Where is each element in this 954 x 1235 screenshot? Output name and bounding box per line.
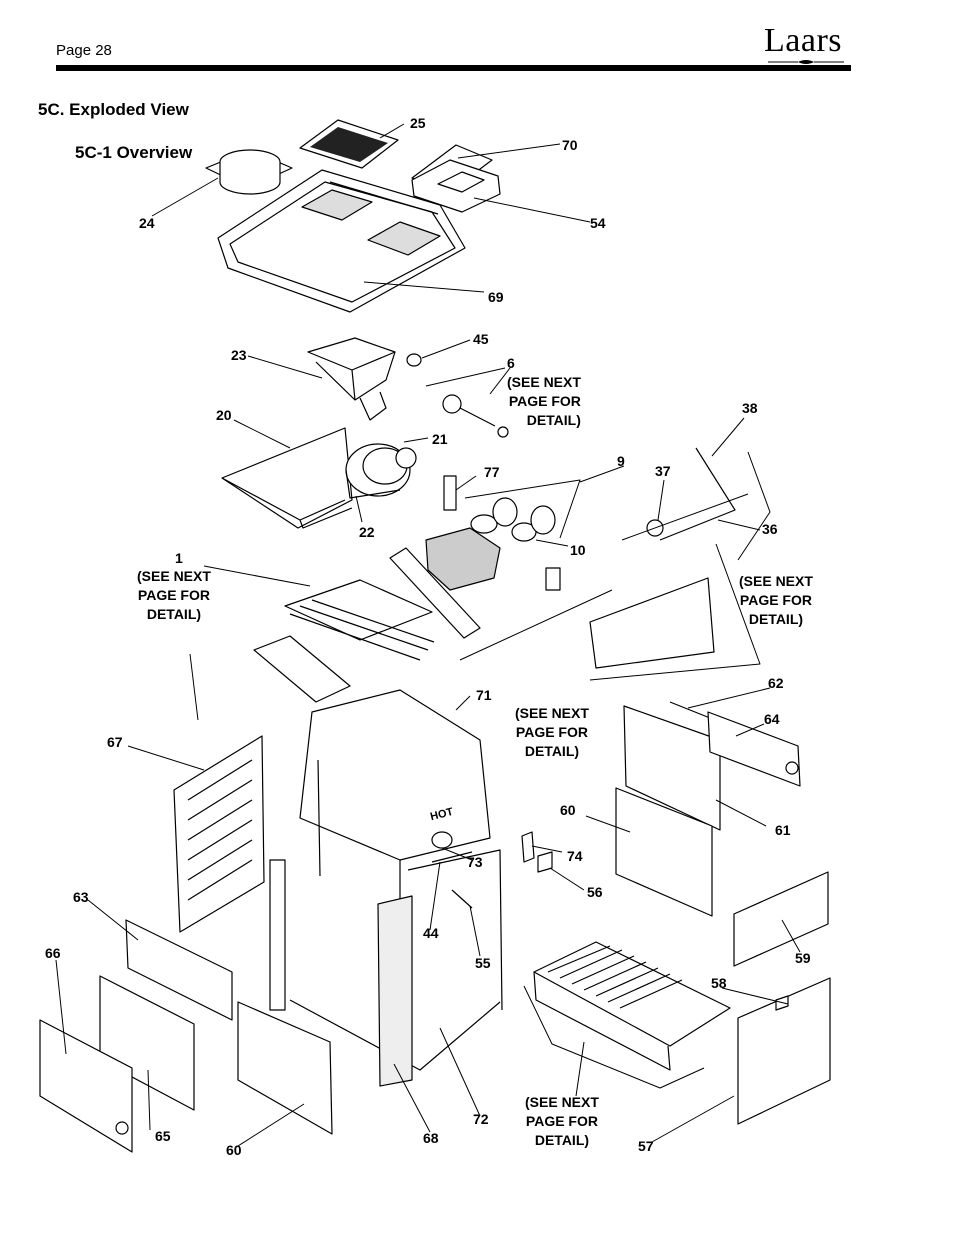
callout-22: 22 [359,524,375,540]
note-line: (SEE NEXT [515,705,589,721]
part-rear-panel-59 [733,871,829,967]
callout-73: 73 [467,854,483,870]
callout-64: 64 [764,711,780,727]
callout-58: 58 [711,975,727,991]
note-see-next-page-1: (SEE NEXT PAGE FOR DETAIL) [137,567,211,624]
callout-21: 21 [432,431,448,447]
callout-71: 71 [476,687,492,703]
part-77 [443,475,457,511]
part-blower-21-22 [345,443,417,499]
brand-logo: Laars [764,22,843,59]
part-side-panel-67 [173,735,265,933]
callout-23: 23 [231,347,247,363]
callout-60-right: 60 [560,802,576,818]
callout-62: 62 [768,675,784,691]
callout-74: 74 [567,848,583,864]
callout-61: 61 [775,822,791,838]
note-line: (SEE NEXT [525,1094,599,1110]
part-brackets-74-56 [521,831,553,873]
page-number: Page 28 [56,42,112,59]
callout-68: 68 [423,1130,439,1146]
callout-67: 67 [107,734,123,750]
part-rear-panel-57-58 [737,977,831,1125]
part-blower-panel-20 [221,427,353,529]
callout-60-left: 60 [226,1142,242,1158]
callout-66: 66 [45,945,61,961]
callout-45: 45 [473,331,489,347]
callout-9: 9 [617,453,625,469]
note-line: DETAIL) [146,606,202,622]
note-line: DETAIL) [748,611,804,627]
callout-54: 54 [590,215,606,231]
callout-38: 38 [742,400,758,416]
part-igniter-44-55-73 [431,831,473,909]
part-top-cover-69 [217,169,466,313]
part-control-36-37-38 [545,447,736,669]
note-line: (SEE NEXT [137,568,211,584]
note-see-next-page-center: (SEE NEXT PAGE FOR DETAIL) [515,704,589,761]
callout-24: 24 [139,215,155,231]
part-45 [406,353,422,367]
callout-72: 72 [473,1111,489,1127]
note-see-next-page-bottom: (SEE NEXT PAGE FOR DETAIL) [525,1093,599,1150]
subsection-title: 5C-1 Overview [75,143,193,162]
part-grille-25 [299,119,399,169]
note-line: DETAIL) [526,412,581,428]
callout-20: 20 [216,407,232,423]
callout-77: 77 [484,464,500,480]
note-line: DETAIL) [534,1132,590,1148]
part-header-manifold [389,527,501,639]
callout-37: 37 [655,463,671,479]
callout-36: 36 [762,521,778,537]
brand-swash-icon [768,60,844,64]
callout-65: 65 [155,1128,171,1144]
note-line: DETAIL) [524,743,580,759]
callout-10: 10 [570,542,586,558]
note-line: (SEE NEXT [507,374,581,390]
note-line: PAGE FOR [525,1113,598,1129]
callout-25: 25 [410,115,426,131]
callout-59: 59 [795,950,811,966]
group-outlines [189,367,771,1089]
callout-63: 63 [73,889,89,905]
note-line: PAGE FOR [739,592,812,608]
callout-6: 6 [507,355,515,371]
callout-44: 44 [423,925,439,941]
part-heat-exchanger-1 [253,579,435,703]
part-vent-collar-24 [205,149,293,195]
section-title: 5C. Exploded View [38,100,189,119]
header-rule [56,65,851,71]
callout-1: 1 [175,550,183,566]
note-line: (SEE NEXT [739,573,813,589]
note-see-next-page-6: (SEE NEXT PAGE FOR DETAIL) [507,373,581,430]
part-gaskets-9-10 [470,497,556,542]
callout-57: 57 [638,1138,654,1154]
part-gas-valve-6 [442,394,509,438]
note-see-next-page-right: (SEE NEXT PAGE FOR DETAIL) [739,572,813,629]
note-line: PAGE FOR [508,393,581,409]
callout-70: 70 [562,137,578,153]
part-right-panels [615,701,801,917]
note-line: PAGE FOR [137,587,210,603]
callout-55: 55 [475,955,491,971]
part-front-panels [39,919,333,1153]
callout-69: 69 [488,289,504,305]
callout-56: 56 [587,884,603,900]
part-burner-tray [533,941,731,1071]
hot-label: HOT [429,806,455,823]
part-frame-71 [269,689,503,1087]
part-duct-23 [307,337,396,421]
note-line: PAGE FOR [515,724,588,740]
leader-lines [55,123,801,1147]
